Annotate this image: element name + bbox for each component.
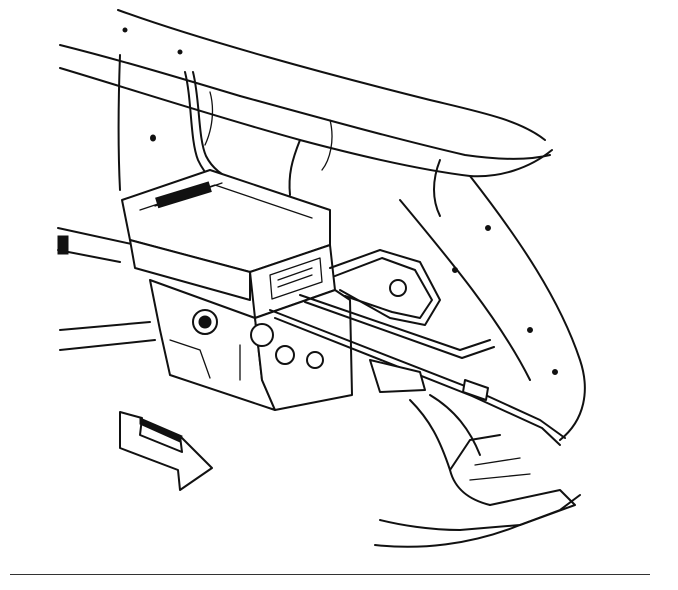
direction-arrow-icon	[119, 411, 213, 491]
lower-bracket	[374, 394, 581, 548]
brake-lines	[269, 249, 566, 446]
abs-modulator	[121, 169, 353, 411]
left-crossmember	[57, 227, 156, 351]
frame-rail	[59, 9, 586, 441]
bottom-divider	[10, 574, 650, 575]
